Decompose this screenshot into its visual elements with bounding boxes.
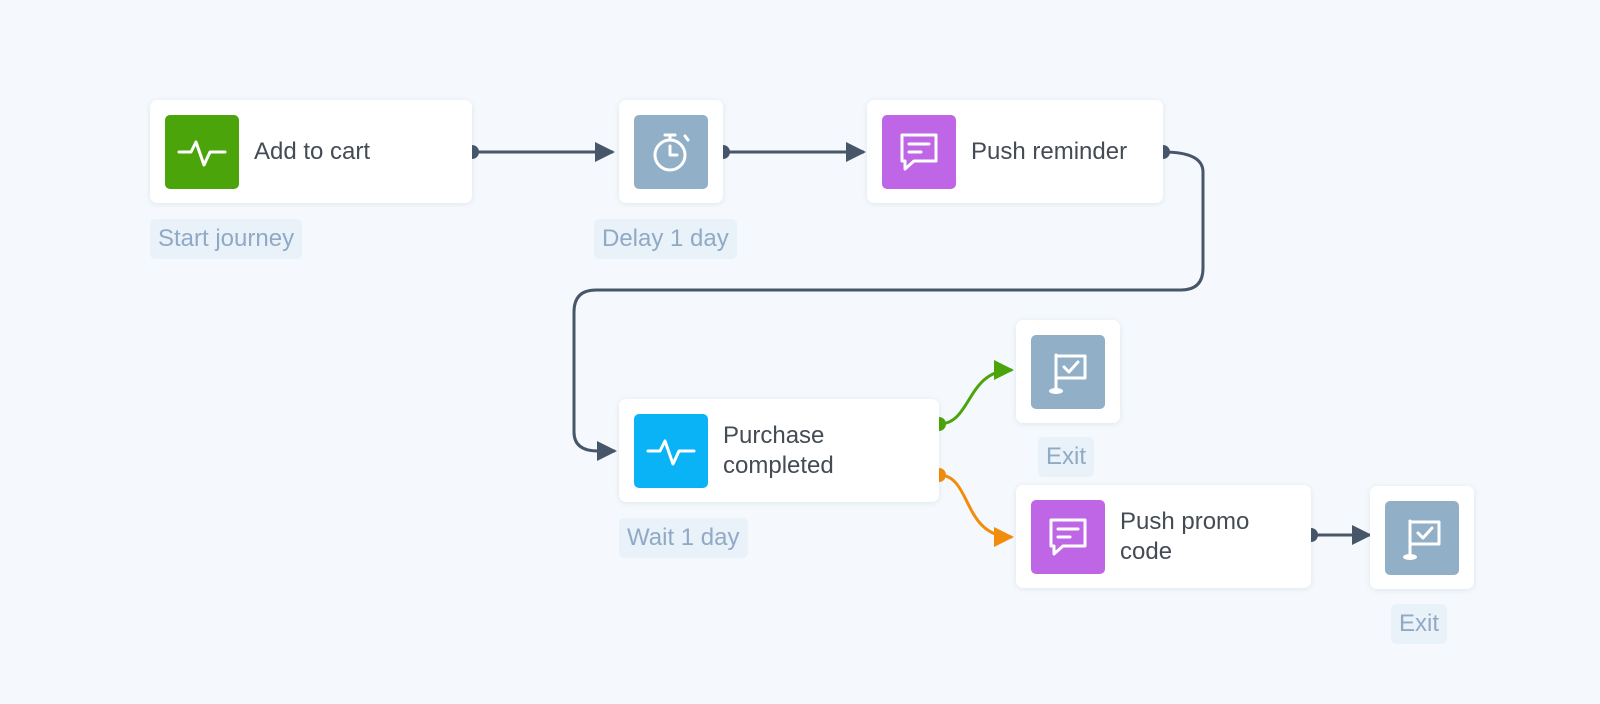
- node-exit-bottom-tile: [1385, 501, 1459, 575]
- node-purchase-completed[interactable]: Purchase completed: [619, 399, 939, 502]
- stopwatch-icon: [653, 133, 690, 172]
- connector-push-reminder-to-purchase: [572, 150, 1205, 461]
- node-exit-bottom[interactable]: [1370, 486, 1474, 589]
- node-label: Purchase completed: [723, 422, 834, 479]
- caption-exit-bottom: Exit: [1391, 604, 1448, 644]
- caption-exit-top: Exit: [1038, 437, 1095, 477]
- caption-delay: Delay 1 day: [594, 219, 737, 259]
- chat-message-icon: [900, 133, 938, 171]
- node-exit-top[interactable]: [1016, 320, 1120, 423]
- node-delay-tile: [634, 115, 708, 189]
- node-push-reminder-tile: [882, 115, 956, 189]
- flag-check-icon: [1403, 519, 1441, 560]
- node-delay[interactable]: [619, 100, 723, 203]
- chat-message-icon: [1049, 518, 1087, 556]
- node-label: Push promo code: [1120, 508, 1250, 565]
- caption-wait: Wait 1 day: [619, 518, 748, 558]
- node-purchase-completed-tile: [634, 414, 708, 488]
- node-label: Push reminder: [971, 138, 1128, 165]
- caption-start-journey: Start journey: [150, 219, 303, 259]
- node-push-promo-tile: [1031, 500, 1105, 574]
- node-push-promo[interactable]: Push promo code: [1016, 485, 1311, 588]
- node-exit-top-tile: [1031, 335, 1105, 409]
- connector-purchase-no-to-promo: [938, 473, 1014, 547]
- activity-pulse-icon: [646, 439, 696, 466]
- connector-purchase-yes-to-exit: [938, 360, 1014, 426]
- activity-pulse-icon: [177, 140, 227, 167]
- node-push-reminder[interactable]: Push reminder: [867, 100, 1163, 203]
- node-add-to-cart[interactable]: Add to cart: [150, 100, 472, 203]
- flag-check-icon: [1049, 353, 1087, 394]
- node-label: Add to cart: [254, 138, 371, 165]
- node-add-to-cart-tile: [165, 115, 239, 189]
